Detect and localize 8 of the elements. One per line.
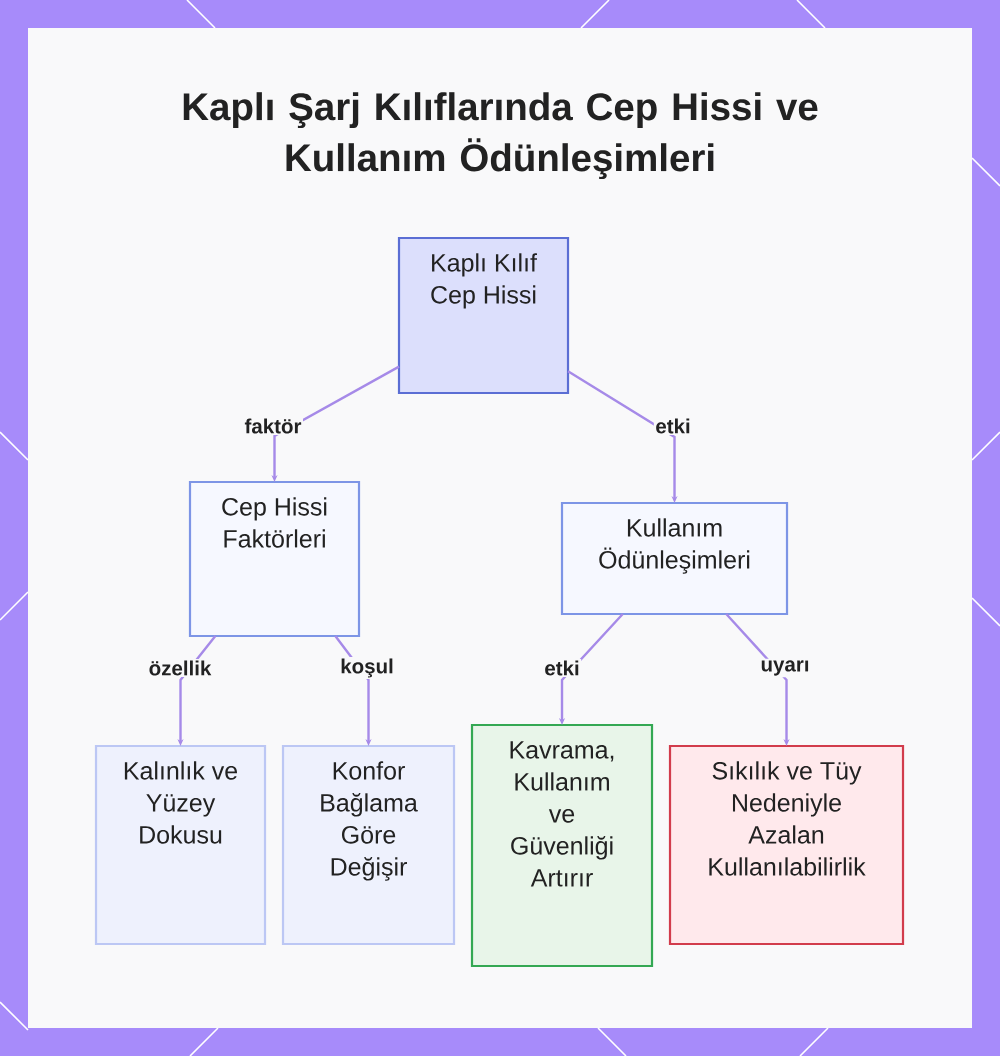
process-box: Sıkılık ve Tüy Nedeniyle Azalan Kullanılabilirlik (668, 744, 905, 946)
process-box: Konfor Bağlama Göre Değişir (281, 744, 456, 946)
process-box: Kalınlık ve Yüzey Dokusu (94, 744, 267, 946)
process-box: Kaplı Kılıf Cep Hissi (397, 236, 570, 395)
title: Kaplı Şarj Kılıflarında Cep Hissi ve Kullanım Ödünleşimleri (183, 92, 818, 180)
process-box: Cep Hissi Faktörleri (188, 480, 361, 638)
process-box: Kavrama, Kullanım ve Güvenliği Artırır (470, 723, 654, 968)
process-box: Kullanım Ödünleşimleri (560, 501, 789, 616)
